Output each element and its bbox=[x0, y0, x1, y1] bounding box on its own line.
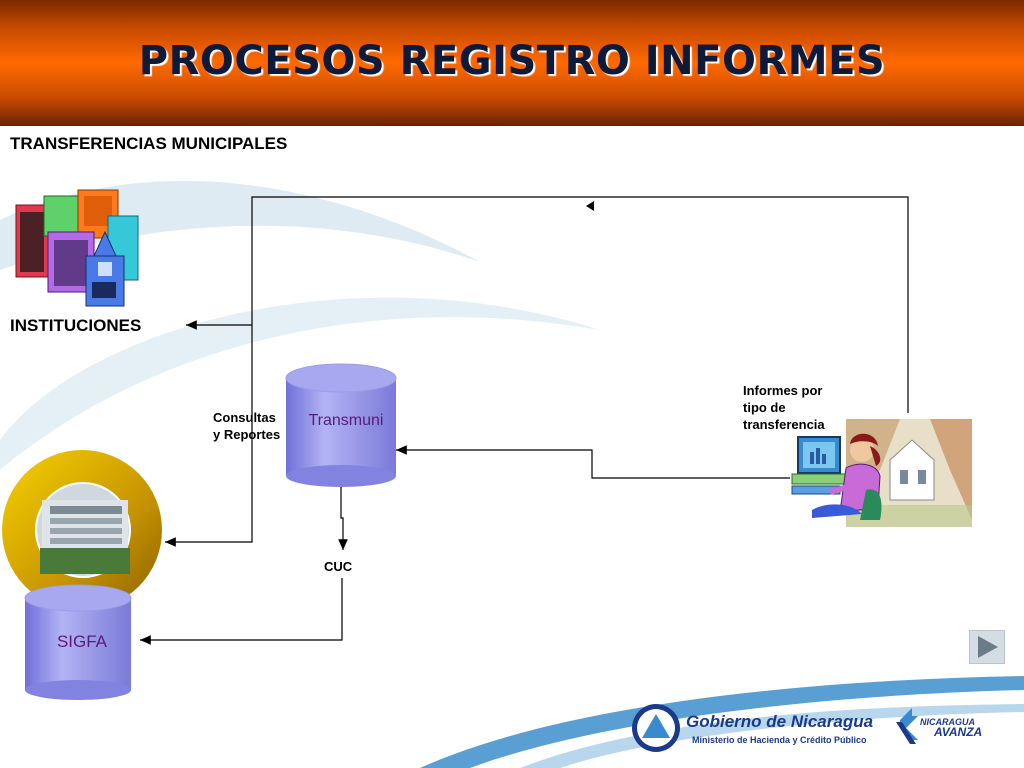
cuc-label: CUC bbox=[324, 559, 353, 574]
user-at-computer-icon bbox=[791, 419, 972, 527]
avanza-line: AVANZA bbox=[934, 725, 983, 739]
nicaragua-seal-icon bbox=[632, 704, 680, 752]
transmuni-database bbox=[285, 363, 397, 487]
instituciones-label: INSTITUCIONES bbox=[10, 316, 142, 335]
play-arrow-icon bbox=[978, 636, 998, 658]
background-swoosh bbox=[0, 180, 1024, 768]
page-title: PROCESOS REGISTRO INFORMES bbox=[138, 38, 886, 84]
transmuni-label: Transmuni bbox=[308, 412, 384, 429]
avanza-label: NICARAGUA AVANZA bbox=[920, 717, 983, 739]
buildings-icon bbox=[15, 189, 139, 307]
next-slide-button[interactable] bbox=[969, 630, 1005, 664]
informes-line: Informes por bbox=[743, 383, 823, 398]
consultas-label: Consultas y Reportes bbox=[213, 409, 280, 443]
informes-label: Informes por tipo de transferencia bbox=[743, 382, 825, 433]
nicaragua-avanza-icon bbox=[896, 708, 918, 744]
informes-line: transferencia bbox=[743, 417, 825, 432]
ministry-building-icon bbox=[2, 450, 162, 610]
informes-line: tipo de bbox=[743, 400, 786, 415]
flow-connectors bbox=[140, 196, 909, 645]
consultas-line: y Reportes bbox=[213, 427, 281, 442]
section-subtitle: TRANSFERENCIAS MUNICIPALES bbox=[10, 134, 288, 153]
gobierno-label: Gobierno de Nicaragua bbox=[686, 712, 874, 731]
consultas-line: Consultas bbox=[213, 410, 276, 425]
avanza-line: NICARAGUA bbox=[920, 717, 975, 727]
sigfa-database bbox=[24, 584, 132, 700]
header-band: PROCESOS REGISTRO INFORMES bbox=[0, 0, 1024, 126]
flow-arrowhead bbox=[586, 201, 594, 211]
sigfa-label: SIGFA bbox=[56, 632, 108, 651]
ministerio-label: Ministerio de Hacienda y Crédito Público bbox=[692, 735, 867, 745]
